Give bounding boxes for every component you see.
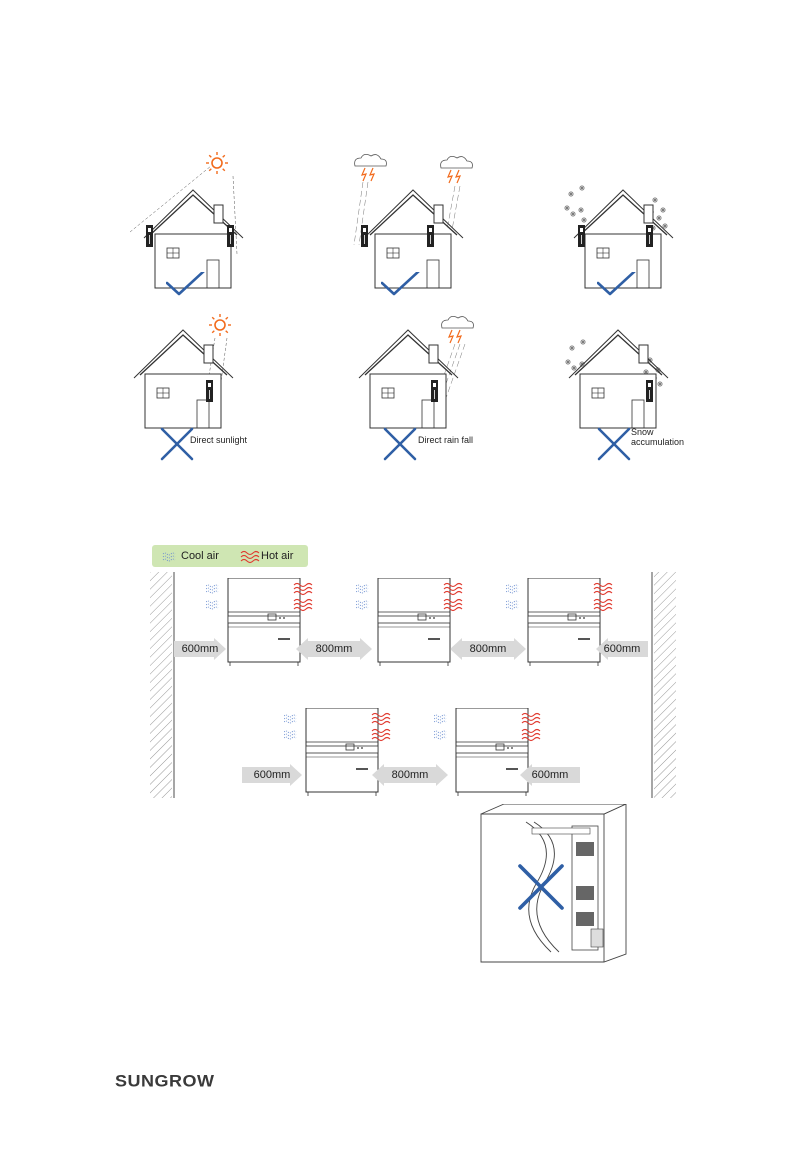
- cross-icon: [160, 427, 194, 466]
- airflow-legend: Cool air Hot air: [152, 545, 308, 567]
- gap-arrow-row2-between: 800mm: [372, 764, 448, 786]
- house-snow-ok-illustration: [555, 150, 755, 310]
- house-sun-ok-illustration: [125, 150, 325, 310]
- caption-snow-line1: Snow: [631, 427, 654, 437]
- check-icon: [597, 272, 637, 301]
- cross-icon: [516, 862, 566, 917]
- caption-snow-line2: accumulation: [631, 437, 684, 447]
- inverter-row1-right: [506, 578, 618, 675]
- caption-snow-accumulation: Snow accumulation: [631, 427, 691, 447]
- cross-icon: [383, 427, 417, 466]
- scene-rain-ok: [345, 150, 545, 310]
- inverter-row2-right: [434, 708, 546, 805]
- gap-arrow-between-1: 800mm: [296, 638, 372, 660]
- inverter-row1-middle: [356, 578, 468, 675]
- gap-arrow-wall-right: 600mm: [596, 638, 648, 660]
- check-icon: [381, 272, 421, 301]
- caption-direct-rain-fall: Direct rain fall: [418, 435, 473, 445]
- gap-arrow-wall-left: 600mm: [174, 638, 226, 660]
- gap-label: 600mm: [242, 764, 302, 786]
- wall-right: [650, 572, 676, 798]
- cool-air-icon: [162, 551, 178, 563]
- gap-label: 600mm: [596, 638, 648, 660]
- inverter-row1-left: [206, 578, 318, 675]
- scene-snow-ok: [555, 150, 755, 310]
- gap-label: 800mm: [296, 638, 372, 660]
- house-rain-ok-illustration: [345, 150, 545, 310]
- legend-hot-air-label: Hot air: [261, 550, 293, 562]
- legend-cool-air-label: Cool air: [181, 550, 219, 562]
- gap-arrow-row2-right: 600mm: [520, 764, 580, 786]
- hot-air-icon: [240, 550, 262, 564]
- gap-label: 600mm: [520, 764, 580, 786]
- gap-arrow-row2-left: 600mm: [242, 764, 302, 786]
- cross-icon: [597, 427, 631, 466]
- gap-label: 800mm: [372, 764, 448, 786]
- gap-label: 600mm: [174, 638, 226, 660]
- gap-label: 800mm: [450, 638, 526, 660]
- inverter-row2-left: [284, 708, 396, 805]
- gap-arrow-between-2: 800mm: [450, 638, 526, 660]
- sungrow-logo: SUNGROW: [115, 1072, 215, 1091]
- wall-left: [150, 572, 176, 798]
- check-icon: [166, 272, 206, 301]
- caption-direct-sunlight: Direct sunlight: [190, 435, 247, 445]
- scene-sun-ok: [125, 150, 325, 310]
